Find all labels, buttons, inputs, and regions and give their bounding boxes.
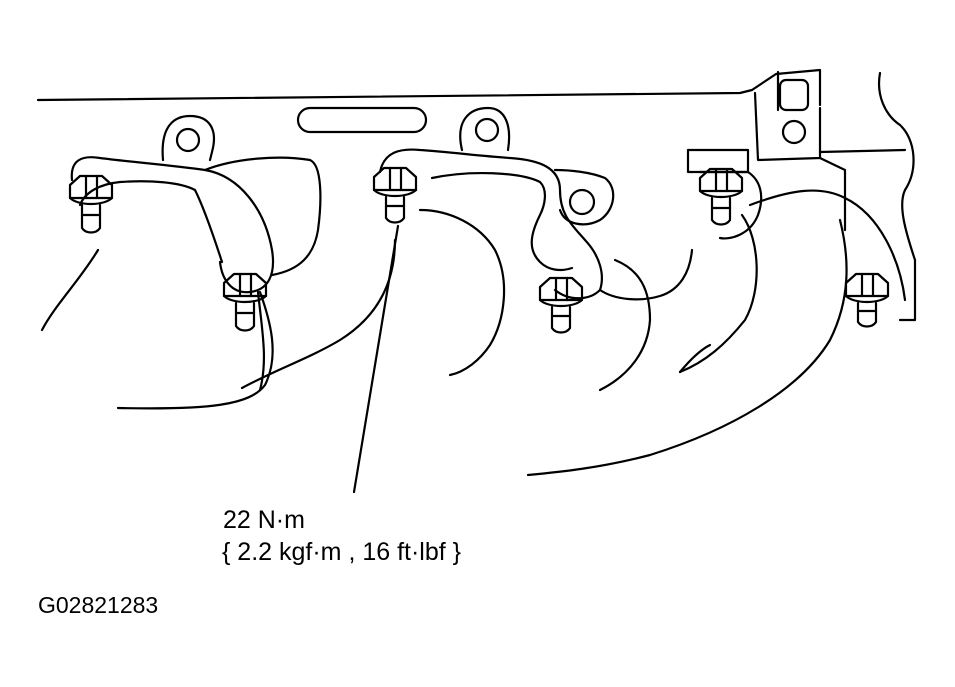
stud-hole (474, 117, 500, 143)
stud (856, 301, 878, 328)
stud (550, 305, 572, 334)
mount-slot (778, 78, 810, 112)
torque-spec: 22 N·m (223, 506, 305, 534)
nut-5 (698, 167, 744, 226)
callout-leader-line (352, 224, 400, 494)
nut-6 (844, 272, 890, 328)
manifold-runners (40, 189, 907, 477)
nut-3 (372, 166, 418, 224)
manifold-flange-top (161, 106, 511, 162)
stud-hole (568, 188, 596, 216)
nut-1 (68, 174, 114, 234)
mount-hole (781, 119, 807, 145)
figure-code: G02821283 (38, 592, 159, 618)
nut-2 (222, 272, 268, 332)
stud (710, 196, 732, 226)
manifold-flange (70, 148, 763, 301)
stud-hole (175, 127, 201, 153)
stud (80, 203, 102, 234)
torque-spec-alt-units: { 2.2 kgf·m , 16 ft·lbf } (222, 538, 462, 566)
cylinder-head (36, 68, 917, 322)
nut-4 (538, 276, 584, 334)
stud (384, 195, 406, 224)
stud (234, 301, 256, 332)
